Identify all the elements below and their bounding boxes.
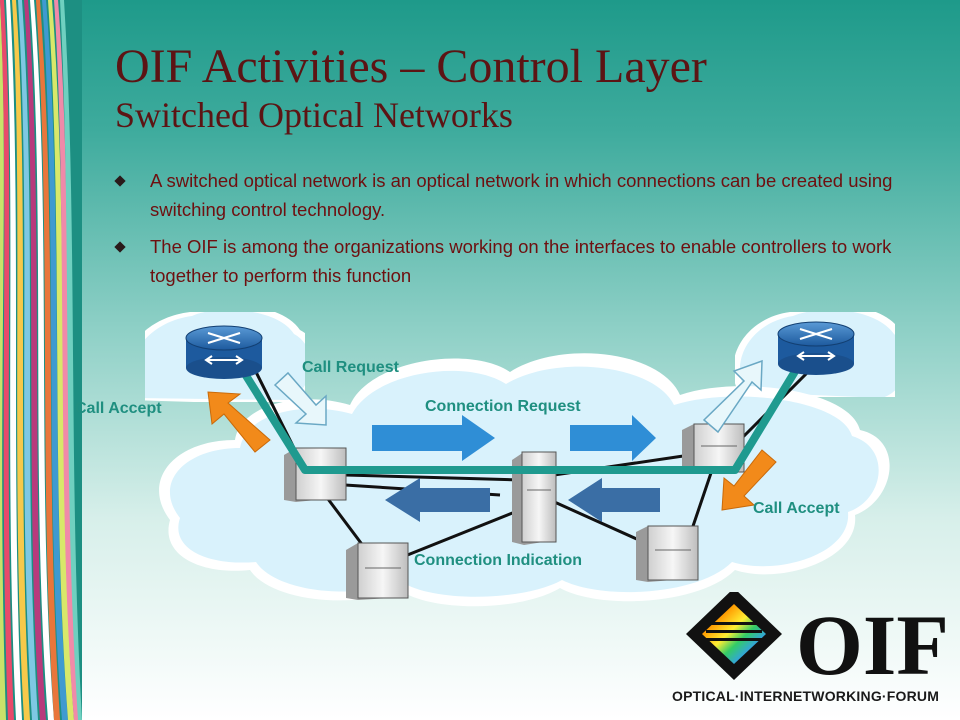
left-router-icon: [185, 325, 263, 379]
connection-indication-arrow-2: [568, 478, 660, 522]
slide-subtitle: Switched Optical Networks: [115, 95, 513, 135]
call-request-label: Call Request: [302, 359, 399, 376]
switch-node-icon: [346, 542, 409, 600]
optical-connection-path: [226, 347, 809, 474]
rainbow-stripe-decoration: [0, 0, 82, 720]
switch-node-icon: [636, 525, 699, 582]
connection-request-label: Connection Request: [425, 398, 581, 415]
bullet-text: The OIF is among the organizations worki…: [150, 236, 892, 286]
oif-footer-text: OPTICAL·INTERNETWORKING·FORUM: [672, 688, 940, 704]
bullet-text: A switched optical network is an optical…: [150, 170, 893, 220]
oif-logo: OIF: [686, 592, 946, 682]
connection-request-arrow-2: [570, 415, 656, 461]
connection-indication-label: Connection Indication: [414, 552, 582, 569]
slide-title: OIF Activities – Control Layer: [115, 40, 707, 93]
connection-indication-arrow-1: [385, 478, 490, 522]
connection-request-arrow-1: [372, 415, 495, 461]
call-accept-arrow-left: [207, 391, 271, 453]
bullet-item: A switched optical network is an optical…: [114, 166, 910, 224]
bullet-item: The OIF is among the organizations worki…: [114, 232, 910, 290]
right-router-icon: [777, 321, 855, 375]
switch-node-icon: [512, 451, 557, 545]
call-accept-arrow-right: [721, 449, 777, 511]
oif-logo-text: OIF: [796, 597, 946, 682]
call-request-arrow-left: [273, 371, 327, 426]
call-request-arrow-right: [702, 359, 763, 434]
call-accept-label-right: Call Accept: [753, 500, 840, 517]
call-accept-label-left: Call Accept: [75, 400, 162, 417]
